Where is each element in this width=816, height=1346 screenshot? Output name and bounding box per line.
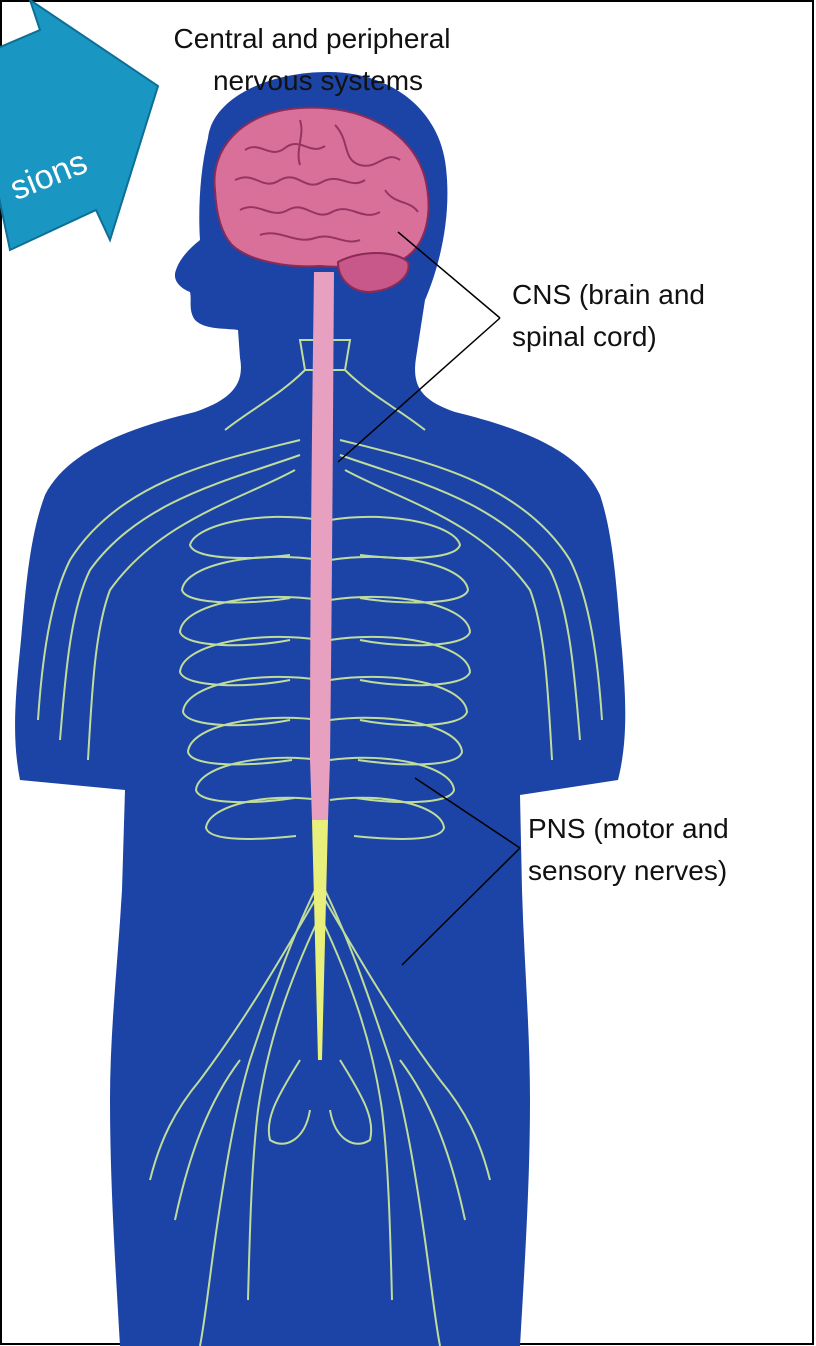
- cns-label-line-1: CNS (brain and: [512, 279, 705, 310]
- pns-label-line-1: PNS (motor and: [528, 813, 729, 844]
- cns-label-line-2: spinal cord): [512, 321, 657, 352]
- diagram-title-line-2: nervous systems: [213, 65, 423, 96]
- pns-label-line-2: sensory nerves): [528, 855, 727, 886]
- diagram-title-line-1: Central and peripheral: [173, 23, 450, 54]
